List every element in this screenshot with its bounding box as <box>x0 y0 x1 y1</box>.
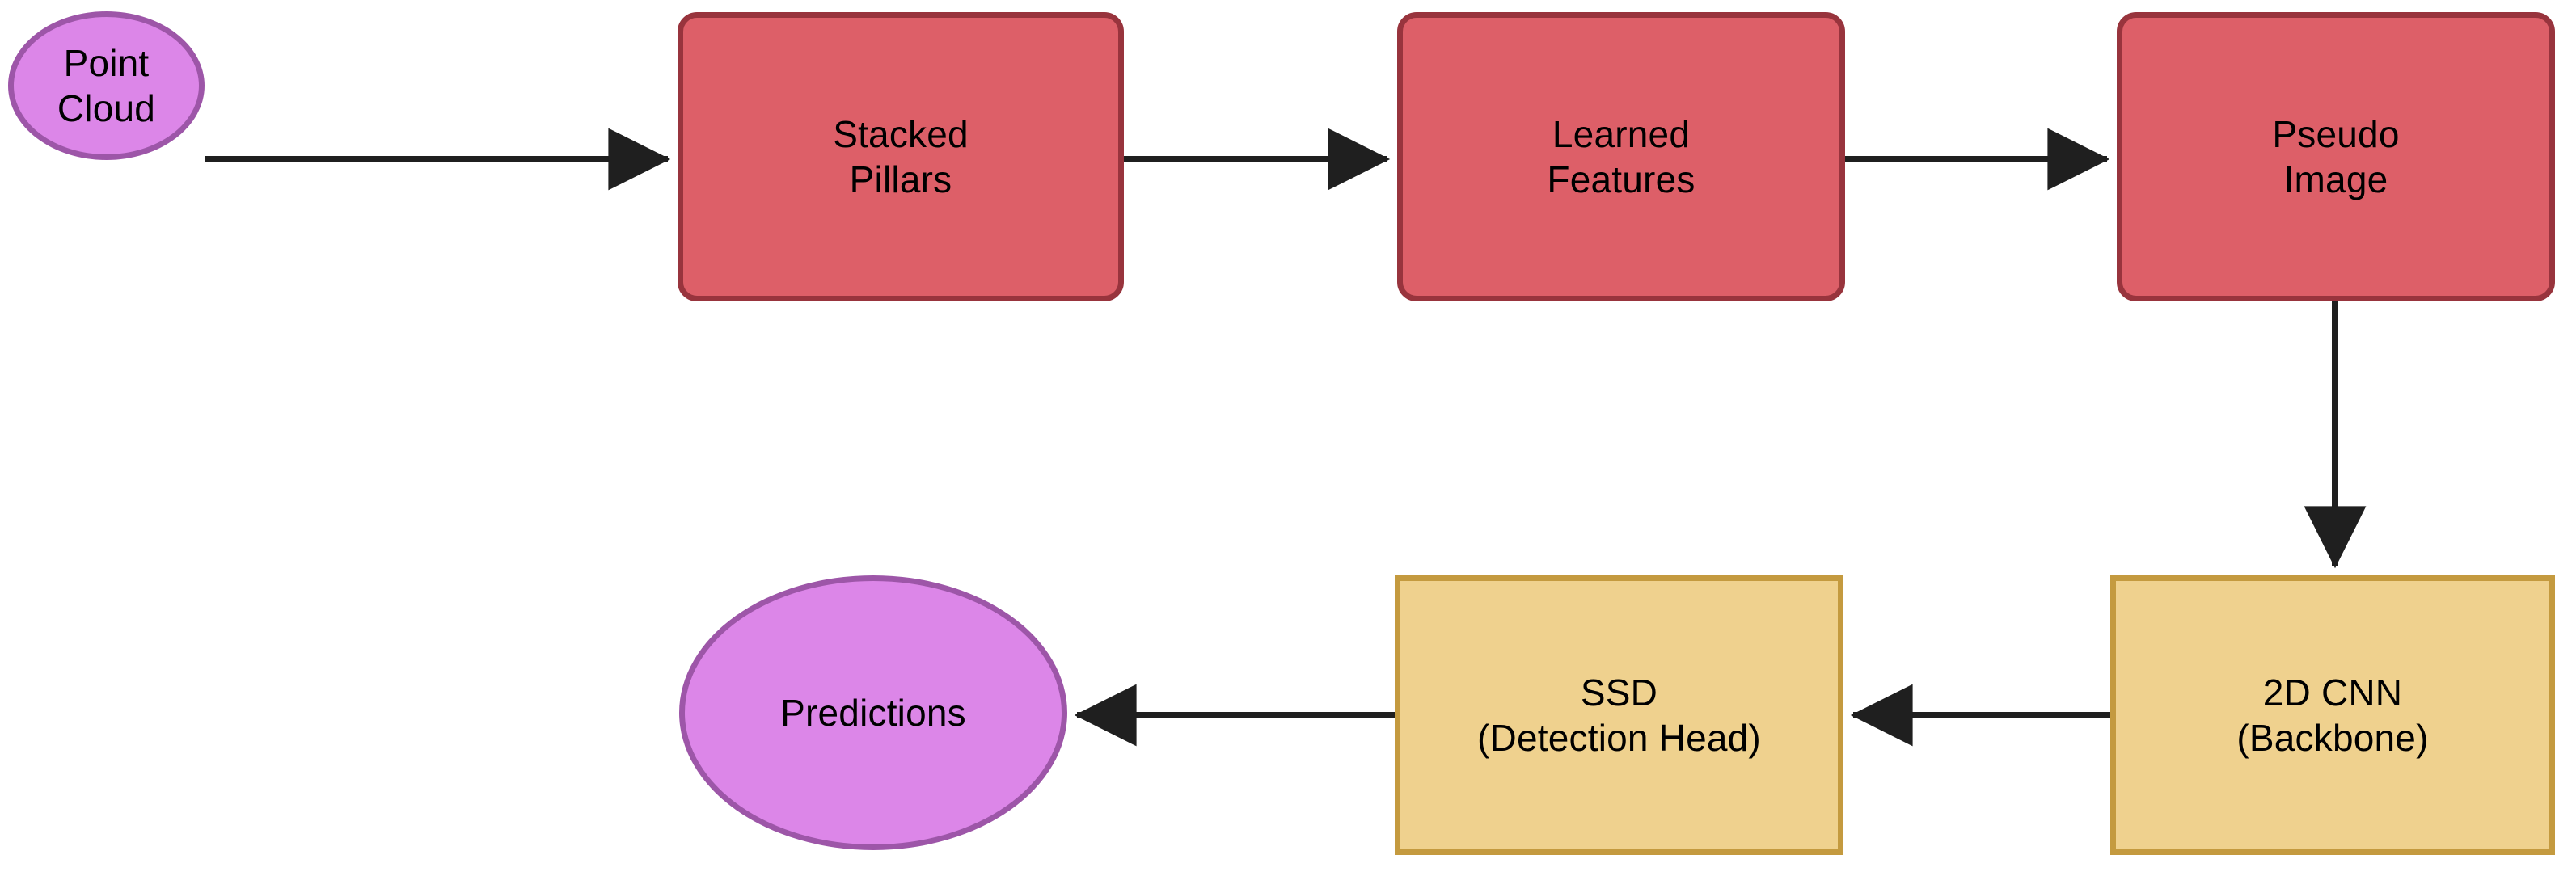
node-stacked-pillars-label-line-2: Pillars <box>849 158 952 200</box>
node-stacked-pillars-label-line-1: Stacked <box>833 112 969 155</box>
node-learned-features[interactable]: Learned Features <box>1397 12 1845 301</box>
node-ssd-head-label-line-2: (Detection Head) <box>1477 717 1761 759</box>
node-stacked-pillars[interactable]: Stacked Pillars <box>678 12 1124 301</box>
node-predictions[interactable]: Predictions <box>679 575 1067 850</box>
node-learned-features-label-line-2: Features <box>1547 158 1696 200</box>
node-2d-cnn-label-line-2: (Backbone) <box>2236 717 2429 759</box>
node-pseudo-image-label-line-1: Pseudo <box>2272 112 2400 155</box>
node-point-cloud-label-line-1: Point <box>63 41 150 84</box>
node-ssd-detection-head[interactable]: SSD (Detection Head) <box>1395 575 1843 855</box>
node-learned-features-label-line-1: Learned <box>1552 112 1691 155</box>
node-pseudo-image-label-line-2: Image <box>2283 158 2388 200</box>
node-ssd-head-label-line-1: SSD <box>1580 671 1658 714</box>
node-pseudo-image[interactable]: Pseudo Image <box>2117 12 2555 301</box>
node-2d-cnn-backbone[interactable]: 2D CNN (Backbone) <box>2110 575 2555 855</box>
node-point-cloud[interactable]: Point Cloud <box>8 11 205 160</box>
node-point-cloud-label-line-2: Cloud <box>57 87 156 129</box>
node-2d-cnn-label-line-1: 2D CNN <box>2262 671 2403 714</box>
node-predictions-label-line-1: Predictions <box>780 691 966 734</box>
